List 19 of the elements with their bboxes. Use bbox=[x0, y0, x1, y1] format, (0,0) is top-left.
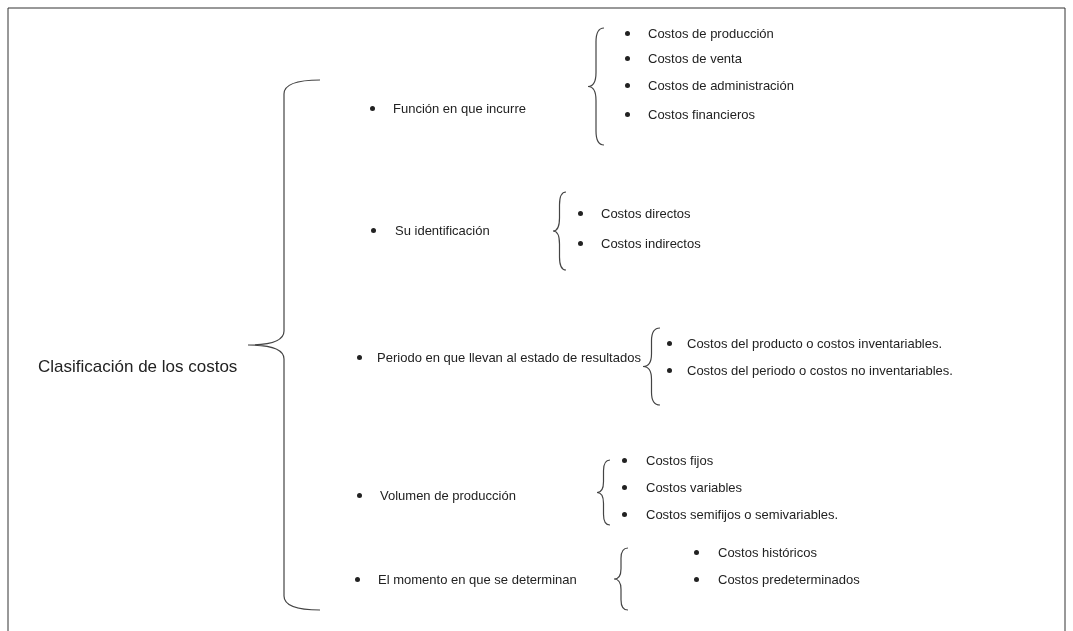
category-label: Periodo en que llevan al estado de resultados bbox=[376, 349, 642, 367]
item-label: Costos semifijos o semivariables. bbox=[646, 505, 839, 524]
category-label: Su identificación bbox=[395, 221, 490, 240]
category-label: Volumen de producción bbox=[380, 486, 516, 505]
item-label: Costos históricos bbox=[718, 543, 817, 562]
category-label: Función en que incurre bbox=[393, 99, 526, 118]
item-label: Costos de administración bbox=[648, 76, 794, 95]
item-label: Costos directos bbox=[601, 204, 691, 223]
item-label: Costos de producción bbox=[648, 24, 774, 43]
root-label: Clasificación de los costos bbox=[38, 356, 239, 378]
item-label: Costos variables bbox=[646, 478, 743, 497]
item-label: Costos financieros bbox=[648, 105, 755, 124]
item-label: Costos de venta bbox=[648, 49, 742, 68]
item-label: Costos predeterminados bbox=[718, 570, 860, 589]
item-label: Costos fijos bbox=[646, 451, 714, 470]
item-label: Costos del producto o costos inventariables. bbox=[687, 334, 943, 353]
item-label: Costos indirectos bbox=[601, 234, 701, 253]
item-label: Costos del periodo o costos no inventariables. bbox=[687, 361, 953, 380]
category-label: El momento en que se determinan bbox=[378, 570, 577, 589]
